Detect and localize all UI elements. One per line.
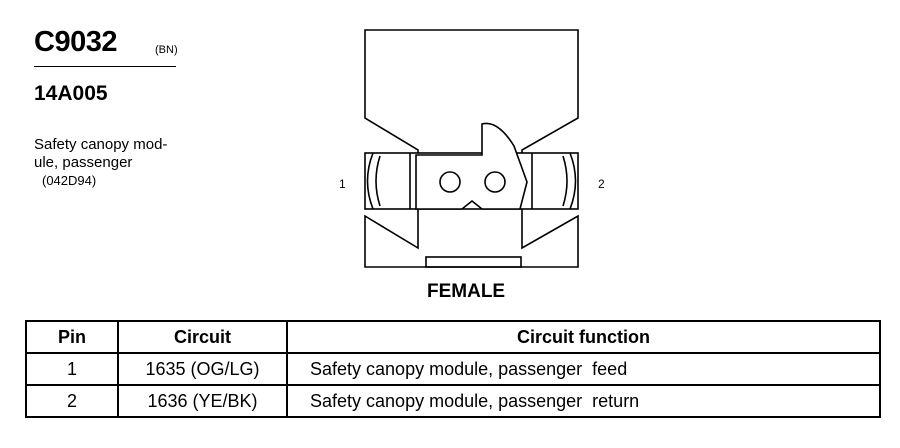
- cell-function: Safety canopy module, passenger return: [286, 384, 881, 418]
- header-circuit-function: Circuit function: [286, 320, 881, 354]
- gender-label: FEMALE: [427, 281, 506, 302]
- cell-circuit: 1636 (YE/BK): [117, 384, 288, 418]
- connector-diagram: [364, 29, 579, 268]
- terminal-insert: [415, 122, 528, 210]
- description-line-1: Safety canopy mod-: [34, 136, 168, 153]
- header-pin: Pin: [25, 320, 119, 354]
- connector-bottom-key: [425, 256, 522, 268]
- description-line-2: ule, passenger: [34, 154, 133, 171]
- table-row: 2 1636 (YE/BK) Safety canopy module, pas…: [25, 384, 881, 418]
- connector-id: C9032: [34, 26, 117, 58]
- table-row: 1 1635 (OG/LG) Safety canopy module, pas…: [25, 352, 881, 386]
- cell-pin: 2: [25, 384, 119, 418]
- pin-label-1: 1: [339, 177, 346, 191]
- header-circuit: Circuit: [117, 320, 288, 354]
- cell-circuit: 1635 (OG/LG): [117, 352, 288, 386]
- pinout-table: Pin Circuit Circuit function 1 1635 (OG/…: [25, 320, 881, 418]
- cell-function: Safety canopy module, passenger feed: [286, 352, 881, 386]
- part-number: 14A005: [34, 82, 108, 105]
- color-code: (BN): [155, 44, 178, 56]
- cell-pin: 1: [25, 352, 119, 386]
- connector-left-latch: [366, 152, 381, 210]
- location-reference: (042D94): [42, 173, 97, 188]
- connector-housing-outline: [364, 29, 579, 268]
- title-divider: [34, 66, 176, 67]
- component-description: Safety canopy mod- ule, passenger (042D9…: [34, 136, 167, 190]
- terminal-cavity-1: [439, 171, 461, 193]
- connector-right-latch: [562, 152, 577, 210]
- terminal-cavity-2: [484, 171, 506, 193]
- pin-label-2: 2: [598, 177, 605, 191]
- table-header-row: Pin Circuit Circuit function: [25, 320, 881, 354]
